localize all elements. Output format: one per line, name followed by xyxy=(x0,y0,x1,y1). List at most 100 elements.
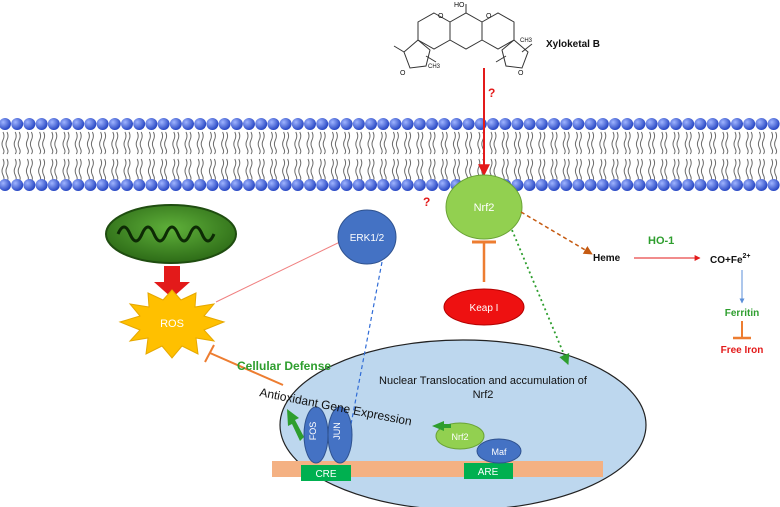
lipid-head xyxy=(121,179,133,191)
defense-inhibition-line xyxy=(209,352,284,386)
lipid-tail xyxy=(465,131,469,155)
lipid-tail xyxy=(367,131,371,155)
lipid-tail xyxy=(298,158,302,182)
lipid-tail xyxy=(29,131,33,155)
lipid-head xyxy=(23,179,36,191)
lipid-head xyxy=(438,179,451,191)
lipid-tail xyxy=(343,158,347,182)
lipid-tail xyxy=(123,131,127,155)
lipid-tail xyxy=(664,131,668,155)
erk-node xyxy=(337,209,397,265)
lipid-tail xyxy=(261,131,265,155)
lipid-head xyxy=(706,118,719,130)
lipid-tail xyxy=(160,131,164,155)
lipid-tail xyxy=(359,158,363,182)
lipid-tail xyxy=(440,158,444,182)
lipid-tail xyxy=(395,158,399,182)
lipid-tail xyxy=(513,131,517,155)
question-mark-top: ? xyxy=(488,86,495,100)
lipid-tail xyxy=(456,131,460,155)
lipid-head xyxy=(413,179,426,191)
lipid-tail xyxy=(428,158,432,182)
lipid-tail xyxy=(696,158,700,182)
lipid-tail xyxy=(90,131,94,155)
lipid-head xyxy=(657,118,670,130)
lipid-tail xyxy=(749,158,753,182)
lipid-tail xyxy=(469,131,473,155)
lipid-head xyxy=(560,118,573,130)
lipid-tail xyxy=(591,158,595,182)
lipid-tail xyxy=(591,131,595,155)
lipid-tail xyxy=(709,131,713,155)
nrf2-to-nucleus-arrow xyxy=(511,229,570,365)
lipid-tail xyxy=(432,158,436,182)
lipid-head xyxy=(157,118,170,130)
lipid-tail xyxy=(444,131,448,155)
ring-oxygen-2: O xyxy=(486,13,492,20)
erk-to-jun-arrow xyxy=(345,261,383,441)
lipid-tail xyxy=(538,158,542,182)
lipid-head xyxy=(157,179,170,191)
compound-name: Xyloketal B xyxy=(546,39,600,50)
lipid-tail xyxy=(86,158,90,182)
lipid-head xyxy=(230,118,243,130)
lipid-tail xyxy=(489,131,493,155)
lipid-tail xyxy=(99,131,103,155)
lipid-head xyxy=(499,118,512,130)
lipid-head xyxy=(206,118,219,130)
lipid-tail xyxy=(78,158,82,182)
lipid-head xyxy=(682,179,695,191)
lipid-head xyxy=(230,179,243,191)
lipid-tail xyxy=(135,131,139,155)
lipid-tail xyxy=(513,158,517,182)
lipid-tail xyxy=(237,158,241,182)
lipid-tail xyxy=(164,131,168,155)
complex-to-expression-arrow xyxy=(432,421,451,431)
lipid-head xyxy=(596,118,609,130)
lipid-tail xyxy=(627,131,631,155)
lipid-tail xyxy=(749,131,753,155)
fos-label: FOS xyxy=(308,422,318,441)
lipid-tail xyxy=(733,131,737,155)
lipid-head xyxy=(645,118,658,130)
lipid-head xyxy=(133,118,146,130)
lipid-tail xyxy=(432,131,436,155)
lipid-head xyxy=(548,118,560,130)
lipid-head xyxy=(47,179,60,191)
lipid-head xyxy=(487,118,499,130)
lipid-head xyxy=(316,179,329,191)
lipid-tail xyxy=(550,131,554,155)
lipid-tail xyxy=(74,158,78,182)
lipid-tail xyxy=(25,158,29,182)
lipid-tail xyxy=(737,158,741,182)
lipid-tail xyxy=(172,131,176,155)
lipid-head xyxy=(438,118,451,130)
lipid-head xyxy=(279,118,292,130)
lipid-head xyxy=(731,179,743,191)
lipid-tail xyxy=(225,131,229,155)
lipid-tail xyxy=(713,158,717,182)
lipid-head xyxy=(169,118,182,130)
lipid-tail xyxy=(347,131,351,155)
jun-label: JUN xyxy=(332,422,342,440)
lipid-tail xyxy=(111,131,115,155)
lipid-head xyxy=(682,118,695,130)
lipid-head xyxy=(35,179,48,191)
lipid-tail xyxy=(172,158,176,182)
lipid-tail xyxy=(452,158,456,182)
lipid-tail xyxy=(587,131,591,155)
lipid-tail xyxy=(13,131,17,155)
lipid-tail xyxy=(38,131,42,155)
lipid-head xyxy=(694,179,707,191)
lipid-tail xyxy=(635,131,639,155)
lipid-tail xyxy=(29,158,33,182)
mitochondrion-icon xyxy=(105,204,237,264)
lipid-tail xyxy=(54,131,58,155)
lipid-head xyxy=(255,179,268,191)
lipid-tail xyxy=(676,131,680,155)
lipid-tail xyxy=(74,131,78,155)
lipid-tail xyxy=(566,158,570,182)
lipid-tail xyxy=(538,131,542,155)
lipid-tail xyxy=(623,158,627,182)
